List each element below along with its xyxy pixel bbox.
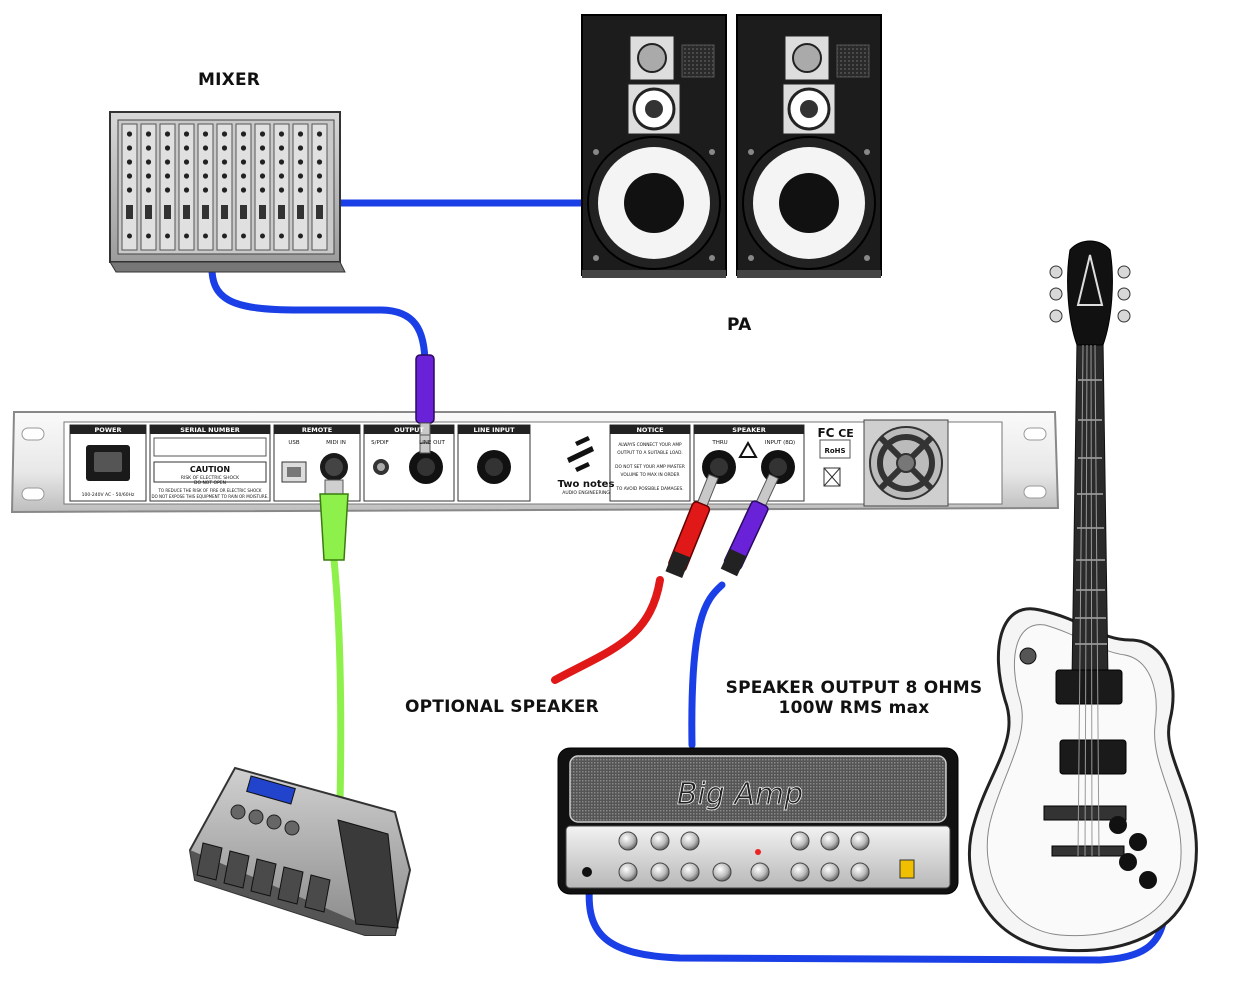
panel-power-label: POWER — [95, 426, 122, 434]
panel-brand-sub: AUDIO ENGINEERING — [562, 490, 610, 496]
panel-input-8: INPUT (8Ω) — [765, 440, 795, 446]
panel-notice-1: ALWAYS CONNECT YOUR AMP — [618, 442, 682, 448]
panel-line-input-label: LINE INPUT — [473, 426, 515, 434]
pa-speaker-left — [581, 14, 727, 278]
midi-plug — [319, 479, 349, 561]
amp-logo: Big Amp — [677, 777, 803, 812]
panel-serial-label: SERIAL NUMBER — [180, 426, 240, 434]
panel-header-labels: POWER SERIAL NUMBER REMOTE OUTPUT LINE I… — [95, 426, 766, 434]
thru-plug — [665, 473, 719, 578]
speaker-output-line2: 100W RMS max — [778, 698, 930, 718]
panel-caution-note2: DO NOT EXPOSE THIS EQUIPMENT TO RAIN OR … — [152, 494, 269, 499]
panel-power-rating: 100-240V AC - 50/60Hz — [82, 492, 135, 498]
panel-remote-label: REMOTE — [302, 426, 332, 434]
mixer — [109, 111, 346, 273]
panel-fc: FC — [817, 426, 834, 440]
panel-midi-in: MIDI IN — [326, 440, 346, 446]
panel-caution: CAUTION — [190, 465, 230, 474]
panel-output-label: OUTPUT — [394, 426, 424, 434]
two-notes-rack-unit — [10, 411, 1060, 514]
speaker-output-line1: SPEAKER OUTPUT 8 OHMS — [725, 678, 983, 698]
panel-brand: Two notes — [558, 479, 615, 490]
panel-usb: USB — [288, 440, 300, 446]
panel-small-labels: 100-240V AC - 50/60Hz CAUTION RISK OF EL… — [82, 426, 854, 499]
pa-label: PA — [727, 315, 752, 335]
cable-guitar-to-amp — [585, 876, 1169, 964]
panel-notice-4: VOLUME TO MAX IN ORDER — [621, 472, 680, 478]
panel-caution-note1: TO REDUCE THE RISK OF FIRE OR ELECTRIC S… — [157, 488, 261, 493]
panel-caution-sub2: DO NOT OPEN — [194, 480, 226, 486]
cable-optional-speaker — [551, 576, 664, 684]
line-out-plug — [415, 354, 435, 454]
panel-speaker-label: SPEAKER — [732, 426, 765, 434]
electric-guitar — [967, 240, 1198, 953]
pa-speaker-right — [736, 14, 882, 278]
midi-foot-controller — [188, 766, 412, 936]
panel-notice-2: OUTPUT TO A SUITABLE LOAD. — [617, 450, 683, 456]
cable-midi-to-pedal — [330, 556, 345, 809]
amp-head: Big Amp — [557, 747, 959, 895]
mixer-label: MIXER — [198, 70, 261, 90]
cable-mixer-to-lineout — [208, 258, 429, 369]
panel-ce: CE — [838, 427, 854, 440]
panel-rohs: RoHS — [824, 447, 845, 455]
panel-caution-sub1: RISK OF ELECTRIC SHOCK — [181, 475, 240, 481]
panel-notice-label: NOTICE — [636, 426, 663, 434]
cable-amp-to-speaker-input — [688, 581, 726, 749]
input-8-plug — [720, 473, 779, 577]
panel-notice-3: DO NOT SET YOUR AMP MASTER — [615, 464, 685, 470]
panel-thru: THRU — [711, 440, 727, 446]
optional-speaker-label: OPTIONAL SPEAKER — [405, 697, 599, 717]
panel-spdif: S/PDIF — [371, 440, 389, 446]
panel-line-out: LINE OUT — [419, 440, 445, 446]
panel-notice-5: TO AVOID POSSIBLE DAMAGES. — [615, 486, 683, 492]
speaker-output-label: SPEAKER OUTPUT 8 OHMS 100W RMS max — [722, 678, 986, 718]
